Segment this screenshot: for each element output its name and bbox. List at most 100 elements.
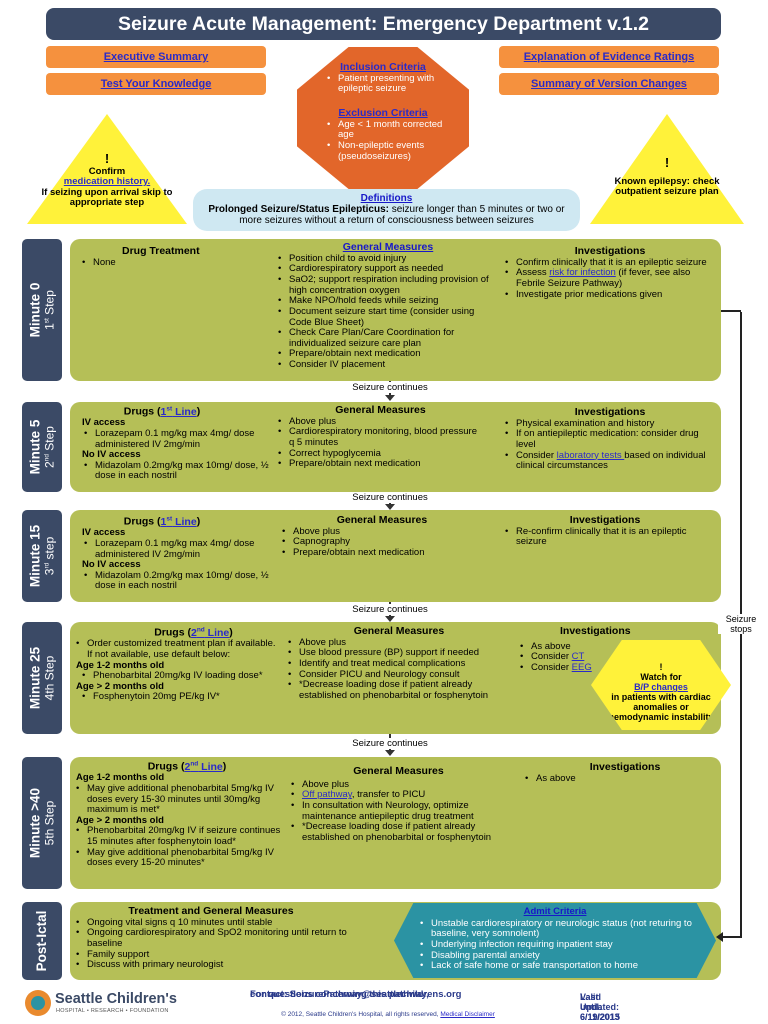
gm-item: In consultation with Neurology, optimize… bbox=[291, 800, 506, 822]
drug-item: None bbox=[82, 257, 272, 269]
gm-item: Prepare/obtain next medication bbox=[282, 547, 482, 559]
gm-text: , transfer to PICU bbox=[351, 789, 426, 801]
test-knowledge-link[interactable]: Test Your Knowledge bbox=[46, 73, 266, 95]
gm-item: Correct hypoglycemia bbox=[278, 448, 483, 460]
step-word: Step bbox=[41, 426, 56, 455]
general-measures-link[interactable]: General Measures bbox=[342, 241, 434, 253]
gm-item: Check Care Plan/Care Coordination for in… bbox=[278, 327, 498, 349]
risk-for-infection-link[interactable]: risk for infection bbox=[549, 267, 616, 279]
warning-left-line2: If seizing upon arrival skip to appropri… bbox=[41, 186, 173, 209]
step-word: 4th Step bbox=[41, 655, 56, 701]
first-line-link[interactable]: 1 bbox=[160, 405, 167, 418]
stops-connector bbox=[721, 310, 741, 312]
iv-access-label: IV access bbox=[82, 417, 126, 429]
step-sup: st bbox=[42, 318, 50, 324]
first-line-link[interactable]: Line bbox=[172, 515, 197, 528]
drug-item: Midazolam 0.2mg/kg max 10mg/ dose, ½ dos… bbox=[84, 570, 272, 592]
second-line-link[interactable]: 2 bbox=[184, 760, 191, 773]
post-ictal-label: Post-Ictal bbox=[34, 910, 50, 972]
admit-item: Unstable cardiorespiratory or neurologic… bbox=[420, 918, 694, 940]
inv-item: As above bbox=[525, 773, 705, 785]
drug-heading: Drugs ( bbox=[147, 760, 185, 773]
gm-item: Document seizure start time (consider us… bbox=[278, 306, 498, 328]
step-sup: rd bbox=[42, 562, 50, 569]
gm-item: Capnography bbox=[282, 537, 482, 548]
gm-item: Above plus bbox=[278, 416, 483, 428]
inclusion-criteria-link[interactable]: Inclusion Criteria bbox=[340, 61, 426, 73]
drug-item: Midazolam 0.2mg/kg max 10mg/ dose, ½ dos… bbox=[84, 460, 272, 482]
gm-item: Above plus bbox=[291, 779, 506, 791]
drug-heading: Drug Treatment bbox=[122, 245, 200, 257]
version-changes-link[interactable]: Summary of Version Changes bbox=[499, 73, 719, 95]
second-line-link[interactable]: 2 bbox=[190, 626, 197, 639]
drug-item: Fosphenytoin 20mg PE/kg IV* bbox=[82, 692, 281, 703]
criteria-octagon: Inclusion Criteria Patient presenting wi… bbox=[297, 47, 469, 189]
watch-text: in patients with cardiac anomalies or he… bbox=[608, 692, 714, 723]
laboratory-tests-link[interactable]: laboratory tests bbox=[556, 449, 625, 461]
iv-access-label: IV access bbox=[82, 527, 126, 539]
investigations-heading: Investigations bbox=[569, 514, 641, 526]
definitions-link[interactable]: Definitions bbox=[360, 193, 413, 204]
second-line-link[interactable]: Line bbox=[204, 626, 230, 639]
inv-text: Consider bbox=[531, 651, 572, 663]
medication-history-link[interactable]: medication history. bbox=[63, 176, 151, 188]
gm-heading: General Measures bbox=[353, 765, 444, 777]
page-title: Seizure Acute Management: Emergency Depa… bbox=[46, 8, 721, 40]
age-label: Age > 2 months old bbox=[76, 814, 164, 826]
step-number: 3 bbox=[41, 568, 56, 576]
last-updated: Last Updated: 6/11/2013 bbox=[580, 992, 620, 1023]
gm-item: Prepare/obtain next medication bbox=[278, 459, 483, 470]
drug-column: Drugs (2nd Line) Order customized treatm… bbox=[76, 626, 281, 703]
second-line-link[interactable]: Line bbox=[198, 760, 223, 773]
inv-item: If on antiepileptic medication: consider… bbox=[505, 428, 715, 450]
investigations-column: Investigations Physical examination and … bbox=[505, 406, 715, 472]
contact-line: For questions concerning this pathway, bbox=[250, 989, 429, 1000]
contact-email[interactable]: contact: SeizurePathway@seattlechildrens… bbox=[250, 989, 462, 1000]
admit-item: Underlying infection requiring inpatient… bbox=[420, 939, 694, 951]
first-line-link[interactable]: 1 bbox=[160, 515, 167, 528]
step-label-post-ictal: Post-Ictal bbox=[22, 902, 62, 980]
off-pathway-link[interactable]: Off pathway bbox=[302, 789, 352, 801]
sup: st bbox=[166, 515, 173, 522]
drug-column: Drugs (2nd Line) Age 1-2 months old May … bbox=[76, 760, 288, 869]
minute-label: Minute 0 bbox=[27, 282, 43, 338]
gm-heading: General Measures bbox=[336, 514, 428, 526]
medical-disclaimer-link[interactable]: Medical Disclaimer bbox=[440, 1011, 495, 1018]
inv-item: Investigate prior medications given bbox=[505, 289, 715, 301]
inv-item: Re-confirm clinically that it is an epil… bbox=[505, 526, 705, 548]
ct-link[interactable]: CT bbox=[571, 651, 585, 663]
gm-item: Identify and treat medical complications bbox=[288, 658, 510, 670]
eeg-link[interactable]: EEG bbox=[571, 662, 592, 673]
bp-changes-link[interactable]: B/P changes bbox=[634, 682, 688, 693]
general-measures-column: General Measures Above plus Capnography … bbox=[282, 514, 482, 559]
paren: ) bbox=[229, 626, 233, 639]
drug-heading: Drugs ( bbox=[123, 405, 161, 418]
inv-item: Physical examination and history bbox=[505, 418, 715, 430]
continues-text: Seizure continues bbox=[350, 738, 430, 749]
drug-item: Phenobarbital 20mg/kg IV if seizure cont… bbox=[76, 825, 288, 847]
warning-left-text: ! Confirm medication history. If seizing… bbox=[40, 151, 174, 209]
evidence-ratings-link[interactable]: Explanation of Evidence Ratings bbox=[499, 46, 719, 68]
general-measures-column: General Measures Above plus Use blood pr… bbox=[288, 625, 510, 702]
paren: ) bbox=[222, 760, 227, 773]
gm-item: *Decrease loading dose if patient alread… bbox=[288, 679, 510, 701]
inv-text: based on individual clinical circumstanc… bbox=[516, 449, 706, 472]
inv-text: Consider bbox=[531, 662, 572, 673]
executive-summary-link[interactable]: Executive Summary bbox=[46, 46, 266, 68]
exclusion-criteria-link[interactable]: Exclusion Criteria bbox=[338, 107, 428, 119]
arrow-head bbox=[716, 932, 723, 942]
arrow-head bbox=[385, 750, 395, 756]
first-line-link[interactable]: Line bbox=[172, 405, 197, 418]
investigations-heading: Investigations bbox=[560, 625, 631, 637]
post-item: Ongoing vital signs q 10 minutes until s… bbox=[76, 917, 376, 929]
definitions-box: Definitions Prolonged Seizure/Status Epi… bbox=[193, 189, 580, 231]
step-word: step bbox=[41, 536, 56, 563]
drug-item: Order customized treatment plan if avail… bbox=[76, 638, 281, 660]
continues-text: Seizure continues bbox=[350, 492, 430, 503]
gm-item: Consider PICU and Neurology consult bbox=[288, 669, 510, 681]
investigations-column: Investigations Re-confirm clinically tha… bbox=[505, 514, 705, 548]
admit-criteria-link[interactable]: Admit Criteria bbox=[523, 906, 587, 917]
continues-text: Seizure continues bbox=[350, 382, 430, 393]
